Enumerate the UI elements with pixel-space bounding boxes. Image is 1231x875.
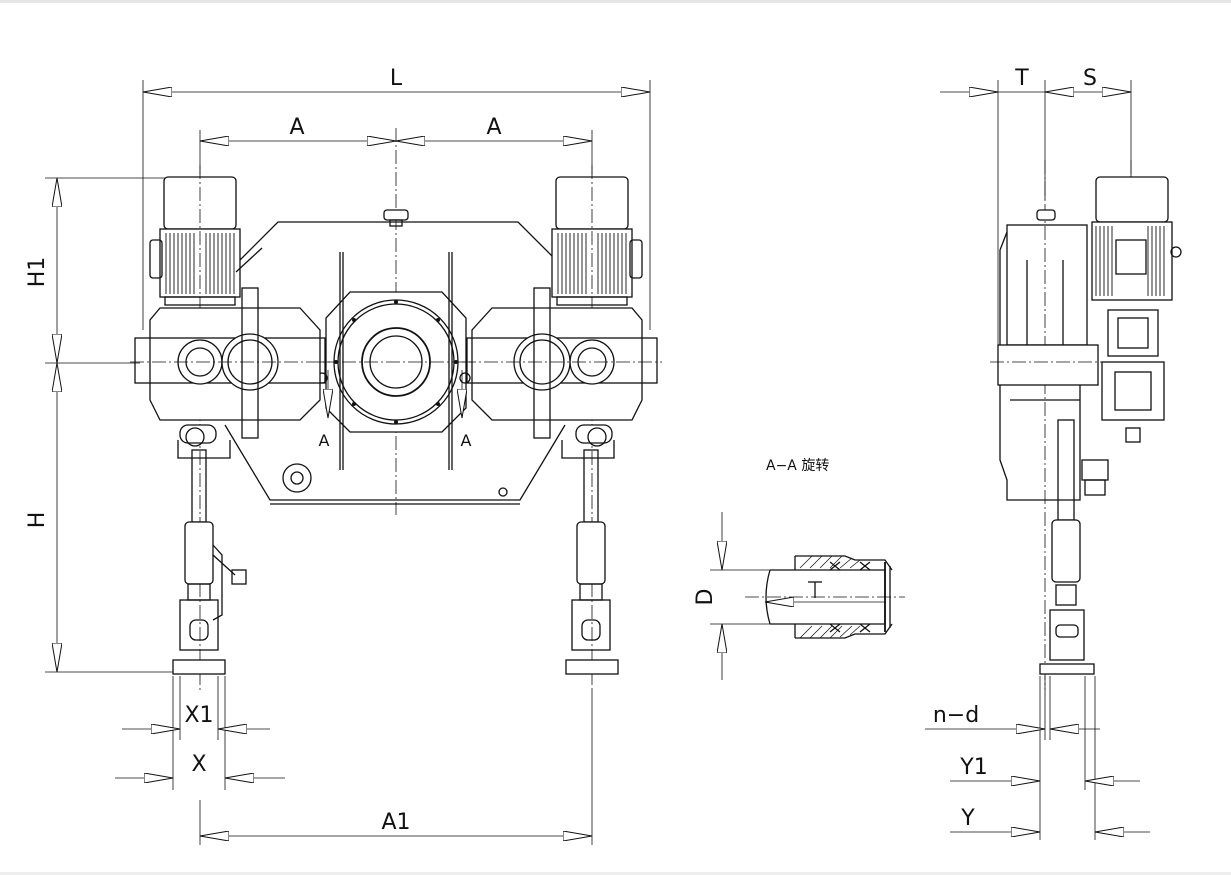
dim-X-A1: X1 X A1: [115, 676, 593, 845]
dim-label-Y: Y: [960, 806, 975, 831]
dim-label-L: L: [390, 66, 403, 91]
bottom-border: [0, 872, 1231, 875]
section-view: A−A 旋转 D: [693, 458, 905, 680]
dim-label-A-right: A: [486, 115, 501, 140]
dim-label-H1: H1: [25, 257, 50, 288]
dim-label-X: X: [191, 752, 206, 777]
dim-L: L: [142, 66, 651, 330]
bolt-circle: [334, 300, 458, 424]
left-gearbox: [130, 287, 330, 459]
dim-label-S: S: [1083, 66, 1097, 91]
dim-label-A1: A1: [381, 810, 410, 835]
right-leg: [565, 449, 619, 675]
front-view: L A A H1 H: [25, 66, 662, 845]
left-motor: [149, 176, 263, 306]
dim-H1-H: H1 H: [25, 177, 175, 673]
section-title: A−A 旋转: [766, 458, 829, 474]
dim-label-D: D: [693, 589, 718, 606]
dim-A: A A: [199, 115, 593, 175]
section-marker-left: A: [319, 431, 330, 450]
dim-label-nd: n−d: [933, 703, 979, 728]
dim-label-H: H: [25, 512, 50, 529]
dim-label-T: T: [1014, 66, 1029, 91]
right-motor: [551, 176, 643, 306]
dim-label-A-left: A: [289, 115, 304, 140]
dim-label-Y1: Y1: [959, 755, 987, 780]
dim-label-X1: X1: [184, 703, 213, 728]
left-leg: [172, 449, 247, 675]
section-marker-right: A: [461, 431, 472, 450]
right-gearbox: [462, 287, 662, 459]
top-border: [0, 0, 1231, 3]
side-view: T S: [925, 66, 1182, 840]
